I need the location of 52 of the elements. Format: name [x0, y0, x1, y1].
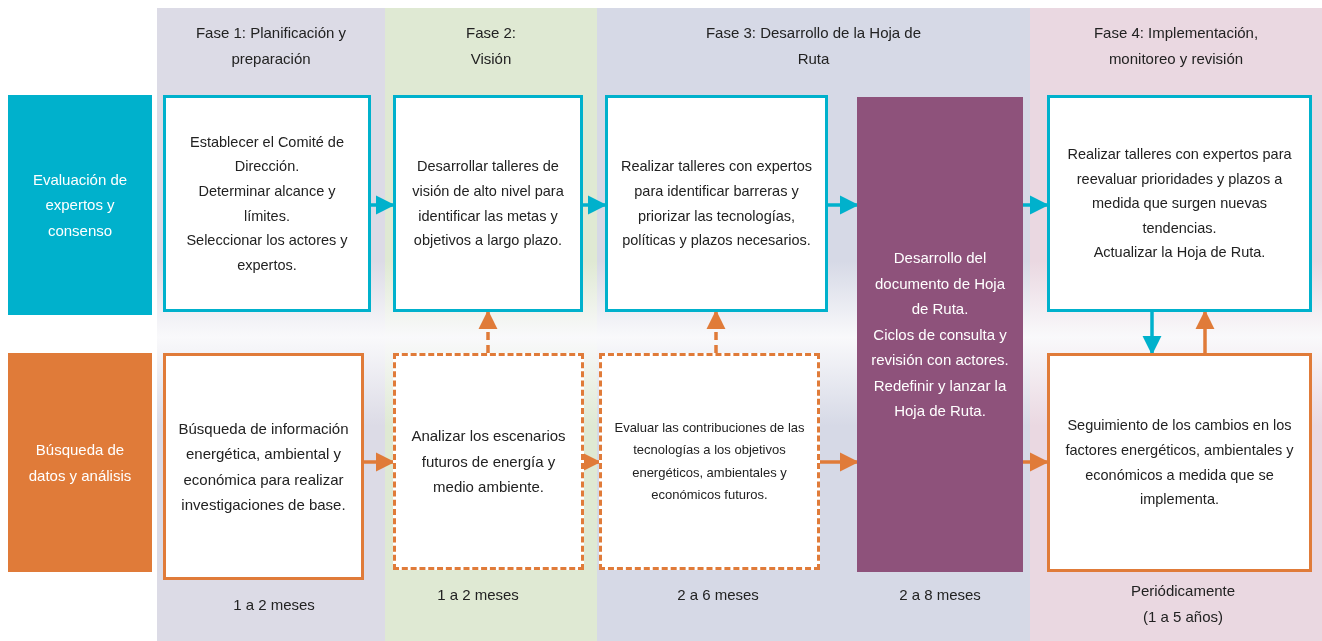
dashed-process-box: [393, 353, 584, 570]
phase-heading: Fase 1: Planificación y preparación: [194, 23, 348, 69]
box-text: Realizar talleres con expertos para reevaluar prioridades y plazos a medida que surgen nuevas tendencias.: [1066, 144, 1293, 238]
box-text: Actualizar la Hoja de Ruta.: [1093, 243, 1266, 263]
duration-label: Periódicamente (1 a 5 años): [1129, 581, 1237, 627]
duration-label: 1 a 2 meses: [232, 595, 316, 615]
arrow: [1195, 310, 1215, 353]
box-text: Búsqueda de información energética, ambiental y económica para realizar investigaciones de base.: [178, 418, 349, 515]
phase-heading: Fase 4: Implementación, monitoreo y revisión: [1093, 23, 1259, 69]
row-label-box: [8, 95, 152, 315]
phase-band: [385, 8, 597, 641]
box-text: Evaluar las contribuciones de las tecnologías a los objetivos energéticos, ambientales y económicos futuros.: [614, 419, 805, 504]
phase-band: [157, 8, 385, 641]
box-text: Búsqueda de datos y análisis: [27, 440, 133, 486]
arrow: [706, 310, 726, 353]
box-text: Realizar talleres con expertos para identificar barreras y priorizar las tecnologías, políticas y plazos necesarios.: [620, 157, 813, 251]
box-text: Analizar los escenarios futuros de energía y medio ambiente.: [410, 426, 567, 498]
arrow: [371, 195, 395, 215]
arrow: [820, 452, 859, 472]
phase-band: [597, 8, 1030, 641]
arrow: [581, 452, 601, 472]
box-text: Evaluación de expertos y consenso: [31, 169, 129, 241]
box-text: Desarrollo del documento de Hoja de Ruta.: [873, 248, 1007, 320]
arrow: [828, 195, 859, 215]
process-box: [393, 95, 583, 312]
arrow: [583, 195, 607, 215]
box-text: Desarrollar talleres de visión de alto nivel para identificar las metas y objetivos a largo plazo.: [411, 157, 565, 251]
duration-label: 1 a 2 meses: [436, 585, 520, 605]
box-text: Redefinir y lanzar la Hoja de Ruta.: [872, 375, 1008, 422]
box-text: Seleccionar los actores y expertos.: [185, 231, 349, 275]
box-text: Establecer el Comité de Dirección.: [189, 132, 345, 177]
process-box: [1047, 95, 1312, 312]
box-text: Seguimiento de los cambios en los factores energéticos, ambientales y económicos a medida que se implementa.: [1064, 416, 1295, 510]
phase-band: [1030, 8, 1322, 641]
process-box: [605, 95, 828, 312]
row-label-box: [8, 353, 152, 572]
process-box: [163, 353, 364, 580]
arrow: [1142, 312, 1162, 355]
dashed-process-box: [599, 353, 820, 570]
box-text: Ciclos de consulta y revisión con actores.: [870, 324, 1010, 371]
box-text: Determinar alcance y límites.: [197, 181, 337, 226]
phase-heading: Fase 2: Visión: [465, 23, 517, 69]
arrow: [478, 310, 498, 353]
arrow: [1023, 195, 1049, 215]
process-box: [1047, 353, 1312, 572]
process-box: [163, 95, 371, 312]
duration-label: 2 a 8 meses: [898, 585, 982, 605]
process-box: [857, 97, 1023, 572]
phase-heading: Fase 3: Desarrollo de la Hoja de Ruta: [704, 23, 923, 69]
duration-label: 2 a 6 meses: [676, 585, 760, 605]
arrow: [1023, 452, 1049, 472]
arrow: [364, 452, 395, 472]
